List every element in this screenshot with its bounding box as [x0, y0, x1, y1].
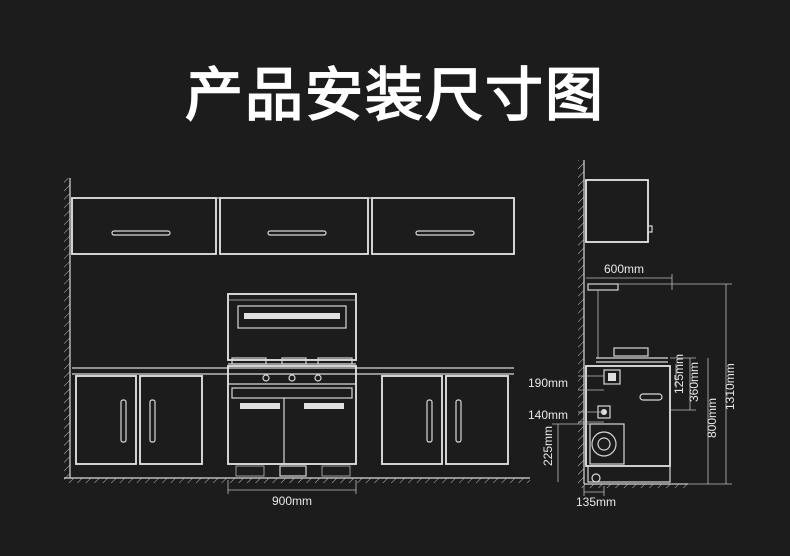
dimension-125: 125mm	[672, 354, 686, 394]
label-360mm: 360mm	[687, 362, 701, 402]
dimension-800: 800mm	[670, 358, 719, 485]
burners	[228, 357, 356, 365]
cabinet-handle	[111, 230, 171, 236]
dimension-140: 140mm	[528, 408, 604, 423]
knob	[262, 374, 270, 382]
floor	[64, 478, 530, 483]
cabinet-handle	[267, 230, 327, 236]
dimension-360: 360mm	[670, 357, 701, 411]
dimension-1310: 1310mm	[618, 283, 737, 485]
side-view: 600mm 190mm 140mm	[528, 160, 737, 509]
label-1310mm: 1310mm	[723, 363, 737, 410]
dimension-135: 135mm	[576, 486, 616, 509]
lower-left-cabinets	[75, 375, 203, 465]
burner-side	[613, 347, 649, 357]
upper-cabinet-side	[585, 179, 649, 243]
label-125mm: 125mm	[672, 354, 686, 394]
label-140mm: 140mm	[528, 408, 568, 422]
dimension-190: 190mm	[528, 375, 604, 391]
dimension-600: 600mm	[586, 262, 673, 290]
front-view: 900mm	[64, 178, 530, 508]
label-135mm: 135mm	[576, 495, 616, 509]
upper-cabinets	[71, 197, 515, 255]
knob	[288, 374, 296, 382]
side-floor	[578, 484, 688, 488]
left-wall	[64, 178, 70, 478]
hood-side	[587, 283, 619, 291]
integrated-stove	[227, 365, 357, 477]
side-wall	[578, 160, 584, 484]
knob	[314, 374, 322, 382]
label-600mm: 600mm	[604, 262, 644, 276]
label-800mm: 800mm	[705, 398, 719, 438]
lower-right-cabinets	[381, 375, 509, 465]
label-190mm: 190mm	[528, 376, 568, 390]
page-title: 产品安装尺寸图	[184, 61, 605, 129]
fan-drum	[591, 431, 617, 457]
cabinet-handle	[415, 230, 475, 236]
label-225mm: 225mm	[541, 426, 555, 466]
dimension-225: 225mm	[541, 423, 590, 482]
dimension-900: 900mm	[227, 480, 357, 508]
range-hood	[227, 293, 357, 361]
label-900mm: 900mm	[272, 494, 312, 508]
